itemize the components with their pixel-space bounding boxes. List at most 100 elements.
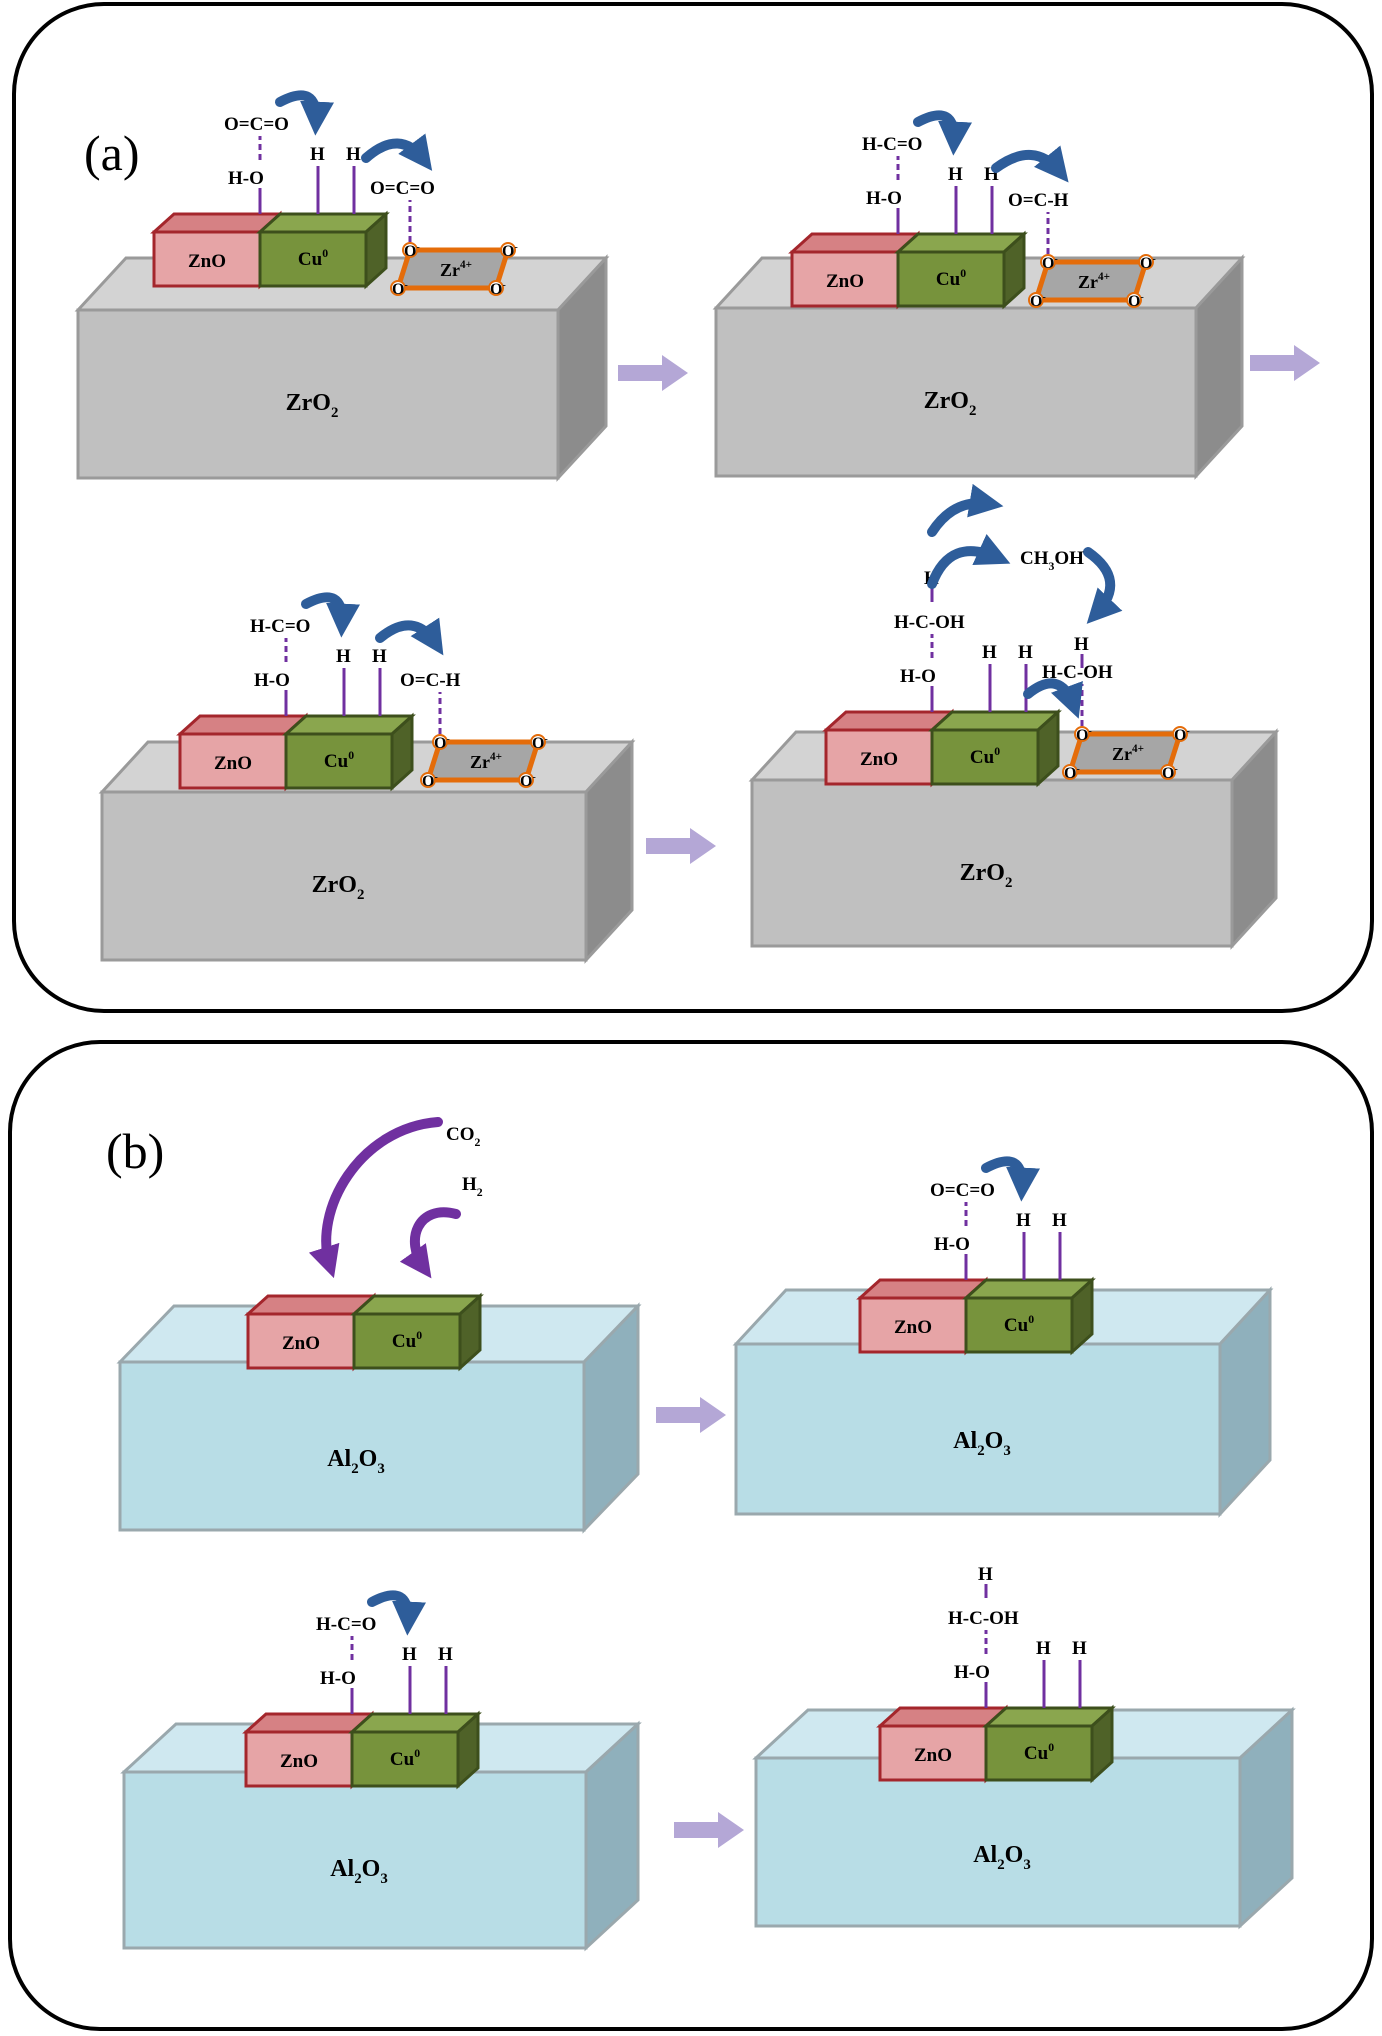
oxygen-symbol: O [392, 281, 404, 298]
oxygen-charge: - [1042, 292, 1045, 303]
oxygen-charge: - [502, 280, 505, 291]
zno-label: ZnO [860, 749, 898, 770]
oxygen-charge: - [446, 734, 449, 745]
oxygen-vertex-1 [500, 242, 516, 258]
cu-oxidation-state: 0 [1048, 1741, 1054, 1754]
oxygen-label-2: O- [490, 280, 506, 298]
oxygen-charge: - [532, 772, 535, 783]
zr-site: O-O-O-O-Zr4+ [1062, 726, 1190, 782]
surface-h-label-0: H [1036, 1638, 1051, 1659]
co2-subscript: 2 [475, 1136, 481, 1149]
cu-block-front-face [930, 728, 1040, 786]
oxygen-charge: - [416, 242, 419, 253]
oxygen-symbol: O [1076, 727, 1088, 744]
cu-oxidation-state: 0 [322, 247, 328, 260]
h2-label: H2 [462, 1174, 483, 1199]
h-transfer-arrow [361, 133, 433, 171]
oxygen-symbol: O [1128, 293, 1140, 310]
zro2-support-front-face [76, 308, 560, 480]
oxygen-charge: - [1186, 726, 1189, 737]
hydrogenation-arrow [301, 592, 360, 638]
zr-site: O-O-O-O-Zr4+ [390, 242, 518, 298]
surface-h-label-1: H [1018, 642, 1033, 663]
oxygen-vertex-2 [1160, 764, 1176, 780]
oxygen-charge: - [404, 280, 407, 291]
support-label: ZrO2 [286, 390, 339, 421]
zr-site: O-O-O-O-Zr4+ [420, 734, 548, 790]
zro2-support-front-face [750, 778, 1234, 948]
support-name: Al [327, 1446, 351, 1472]
oxygen-vertex-0 [432, 734, 448, 750]
cu-symbol: Cu [298, 249, 323, 270]
cu-label: Cu0 [390, 1747, 420, 1770]
support-subscript: 2 [354, 1871, 361, 1887]
panel-b-label: (b) [106, 1123, 164, 1179]
support-label: ZrO2 [924, 388, 977, 419]
oxygen-label-3: O- [1030, 292, 1046, 310]
support-label: Al2O3 [973, 1842, 1031, 1873]
cu-block-front-face [258, 230, 368, 288]
oxygen-symbol: O [520, 773, 532, 790]
oxygen-charge: - [434, 772, 437, 783]
cu-oxidation-state: 0 [960, 267, 966, 280]
upper-release-arrow [927, 483, 1004, 537]
support-subscript: 2 [351, 1461, 358, 1477]
step-arrow [674, 1812, 744, 1848]
zno-label: ZnO [826, 271, 864, 292]
oxygen-charge: - [1088, 726, 1091, 737]
oxygen-label-3: O- [1064, 764, 1080, 782]
surface-h-label-0: H [1016, 1210, 1031, 1231]
support-label: Al2O3 [327, 1446, 385, 1477]
oxygen-symbol: O [434, 735, 446, 752]
cu-oxidation-state: 0 [1028, 1313, 1034, 1326]
hydroxyl-label: H-O [954, 1662, 990, 1683]
cu-symbol: Cu [970, 747, 995, 768]
cu-block [894, 230, 1028, 310]
oxygen-vertex-0 [1074, 726, 1090, 742]
hydroxyl-label: H-O [900, 666, 936, 687]
surface-h-label-0: H [336, 646, 351, 667]
hydrogenation-arrow [981, 1156, 1040, 1202]
cu-symbol: Cu [324, 751, 349, 772]
cu-block [962, 1276, 1096, 1356]
zr-symbol: Zr [440, 260, 460, 280]
support-subscript: 2 [997, 1857, 1004, 1873]
methanol-part-1: CH [1020, 548, 1049, 569]
cu-label: Cu0 [1004, 1313, 1034, 1336]
carbon-species-label: H-C=O [862, 134, 922, 155]
surface-h-label-0: H [948, 164, 963, 185]
zr-symbol: Zr [1078, 272, 1098, 292]
oxygen-symbol: O [490, 281, 502, 298]
oxygen-symbol: O [404, 243, 416, 260]
al2o3-support-front-face [122, 1770, 588, 1950]
cu-symbol: Cu [936, 269, 961, 290]
zr-species-label: O=C=O [370, 178, 435, 199]
oxygen-label-0: O- [434, 734, 450, 752]
support-name: Al [330, 1856, 354, 1882]
cu-oxidation-state: 0 [416, 1329, 422, 1342]
hydroxyl-label: H-O [254, 670, 290, 691]
support-label: ZrO2 [312, 872, 365, 903]
oxygen-label-2: O- [1128, 292, 1144, 310]
oxygen-label-1: O- [502, 242, 518, 260]
zr-charge: 4+ [1098, 271, 1110, 283]
surface-h-label-0: H [402, 1644, 417, 1665]
support-name: ZrO [924, 388, 969, 414]
h-transfer-arrow [991, 145, 1069, 183]
oxygen-label-2: O- [1162, 764, 1178, 782]
cu-label: Cu0 [298, 247, 328, 270]
cu-block-front-face [984, 1724, 1094, 1782]
methoxy-label: H-C-OH [894, 612, 965, 633]
surface-h-label-1: H [1052, 1210, 1067, 1231]
catalyst: ZnO Cu0 [788, 230, 1028, 310]
